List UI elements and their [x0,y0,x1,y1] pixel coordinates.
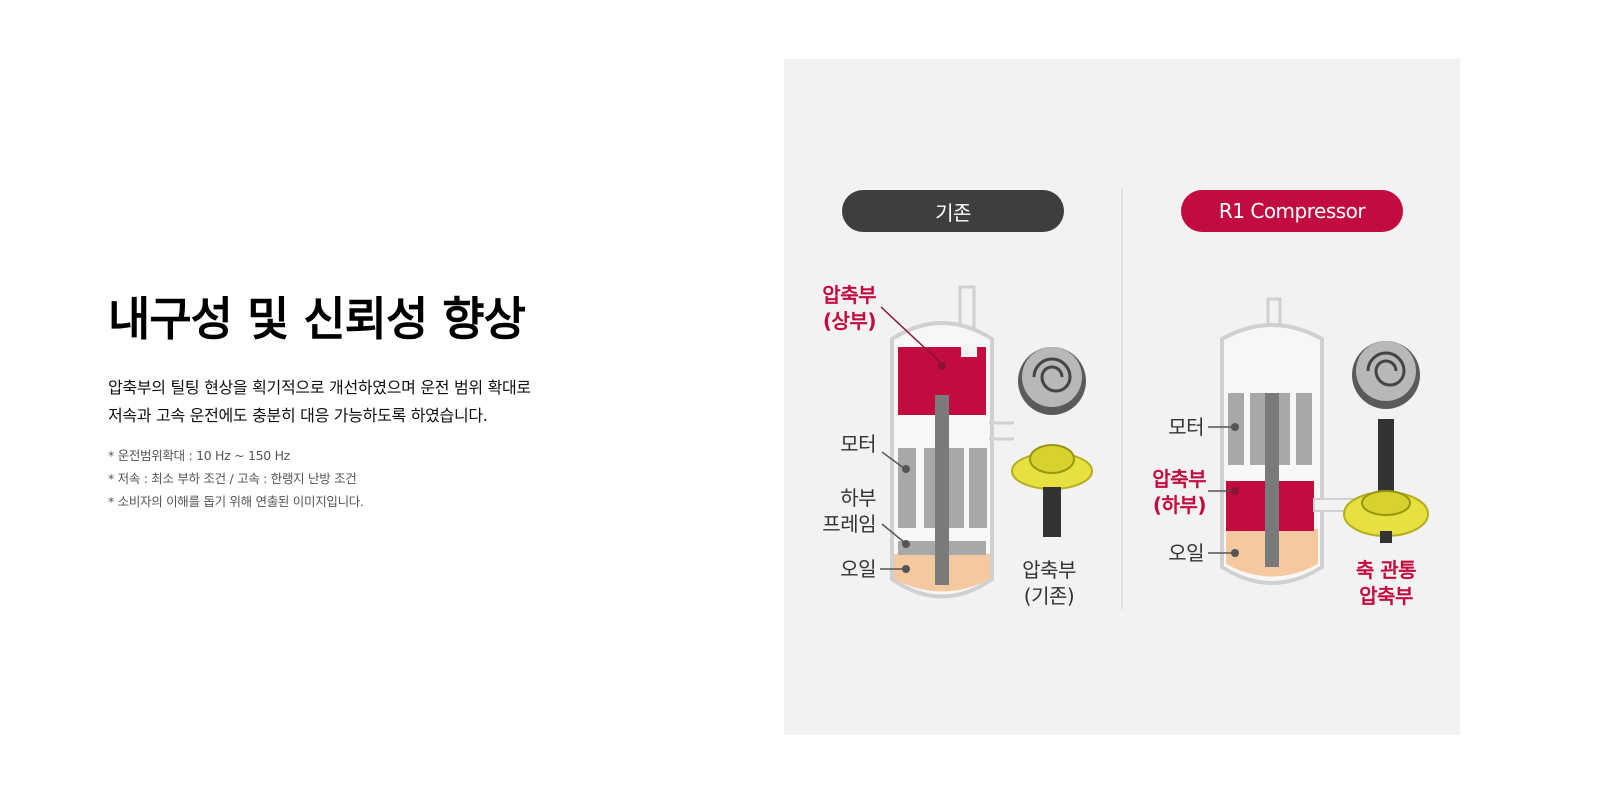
label-compression-upper-line1: 압축부 [822,283,876,307]
label-lower-frame-line2: 프레임 [822,512,876,536]
badge-r1-compressor: R1 Compressor [1181,190,1403,232]
existing-compressor-illustration [880,285,1093,599]
footnote-range: * 운전범위확대 : 10 Hz ~ 150 Hz [108,448,290,463]
compressor-comparison-panel: 기존 R1 Compressor 압축부 (상부) 모터 하부 프레임 오일 압… [784,59,1460,735]
feature-text-block: 내구성 및 신뢰성 향상 압축부의 틸팅 현상을 획기적으로 개선하였으며 운전… [108,288,668,513]
footnotes: * 운전범위확대 : 10 Hz ~ 150 Hz * 저속 : 최소 부하 조… [108,444,668,513]
page-title: 내구성 및 신뢰성 향상 [108,292,526,346]
label-part-existing-line1: 압축부 [1022,558,1076,582]
description-line-2: 저속과 고속 운전에도 충분히 대응 가능하도록 하였습니다. [108,406,488,425]
comparison-divider [1121,189,1123,609]
label-compression-lower: 압축부 (하부) [1134,466,1206,518]
label-oil-right: 오일 [1168,541,1204,565]
label-compression-lower-line1: 압축부 [1152,467,1206,491]
footnote-speed: * 저속 : 최소 부하 조건 / 고속 : 한랭지 난방 조건 [108,471,357,486]
label-oil-left: 오일 [840,557,876,581]
label-motor-right: 모터 [1168,415,1204,439]
label-lower-frame: 하부 프레임 [804,485,876,537]
compressor-diagram [880,285,1429,599]
feature-description: 압축부의 틸팅 현상을 획기적으로 개선하였으며 운전 범위 확대로 저속과 고… [108,374,668,430]
badge-existing: 기존 [842,190,1064,232]
r1-compressor-illustration [1208,297,1429,585]
description-line-1: 압축부의 틸팅 현상을 획기적으로 개선하였으며 운전 범위 확대로 [108,378,531,397]
label-lower-frame-line1: 하부 [840,486,876,510]
label-part-r1: 축 관통 압축부 [1342,557,1430,609]
label-part-existing-line2: (기존) [1023,584,1075,608]
label-part-r1-line2: 압축부 [1359,584,1413,608]
label-compression-upper: 압축부 (상부) [804,282,876,334]
label-part-r1-line1: 축 관통 [1355,558,1417,582]
footnote-image: * 소비자의 이해를 돕기 위해 연출된 이미지입니다. [108,494,364,509]
label-compression-lower-line2: (하부) [1152,493,1207,517]
label-compression-upper-line2: (상부) [822,309,877,333]
label-part-existing: 압축부 (기존) [1009,557,1089,609]
label-motor-left: 모터 [840,432,876,456]
